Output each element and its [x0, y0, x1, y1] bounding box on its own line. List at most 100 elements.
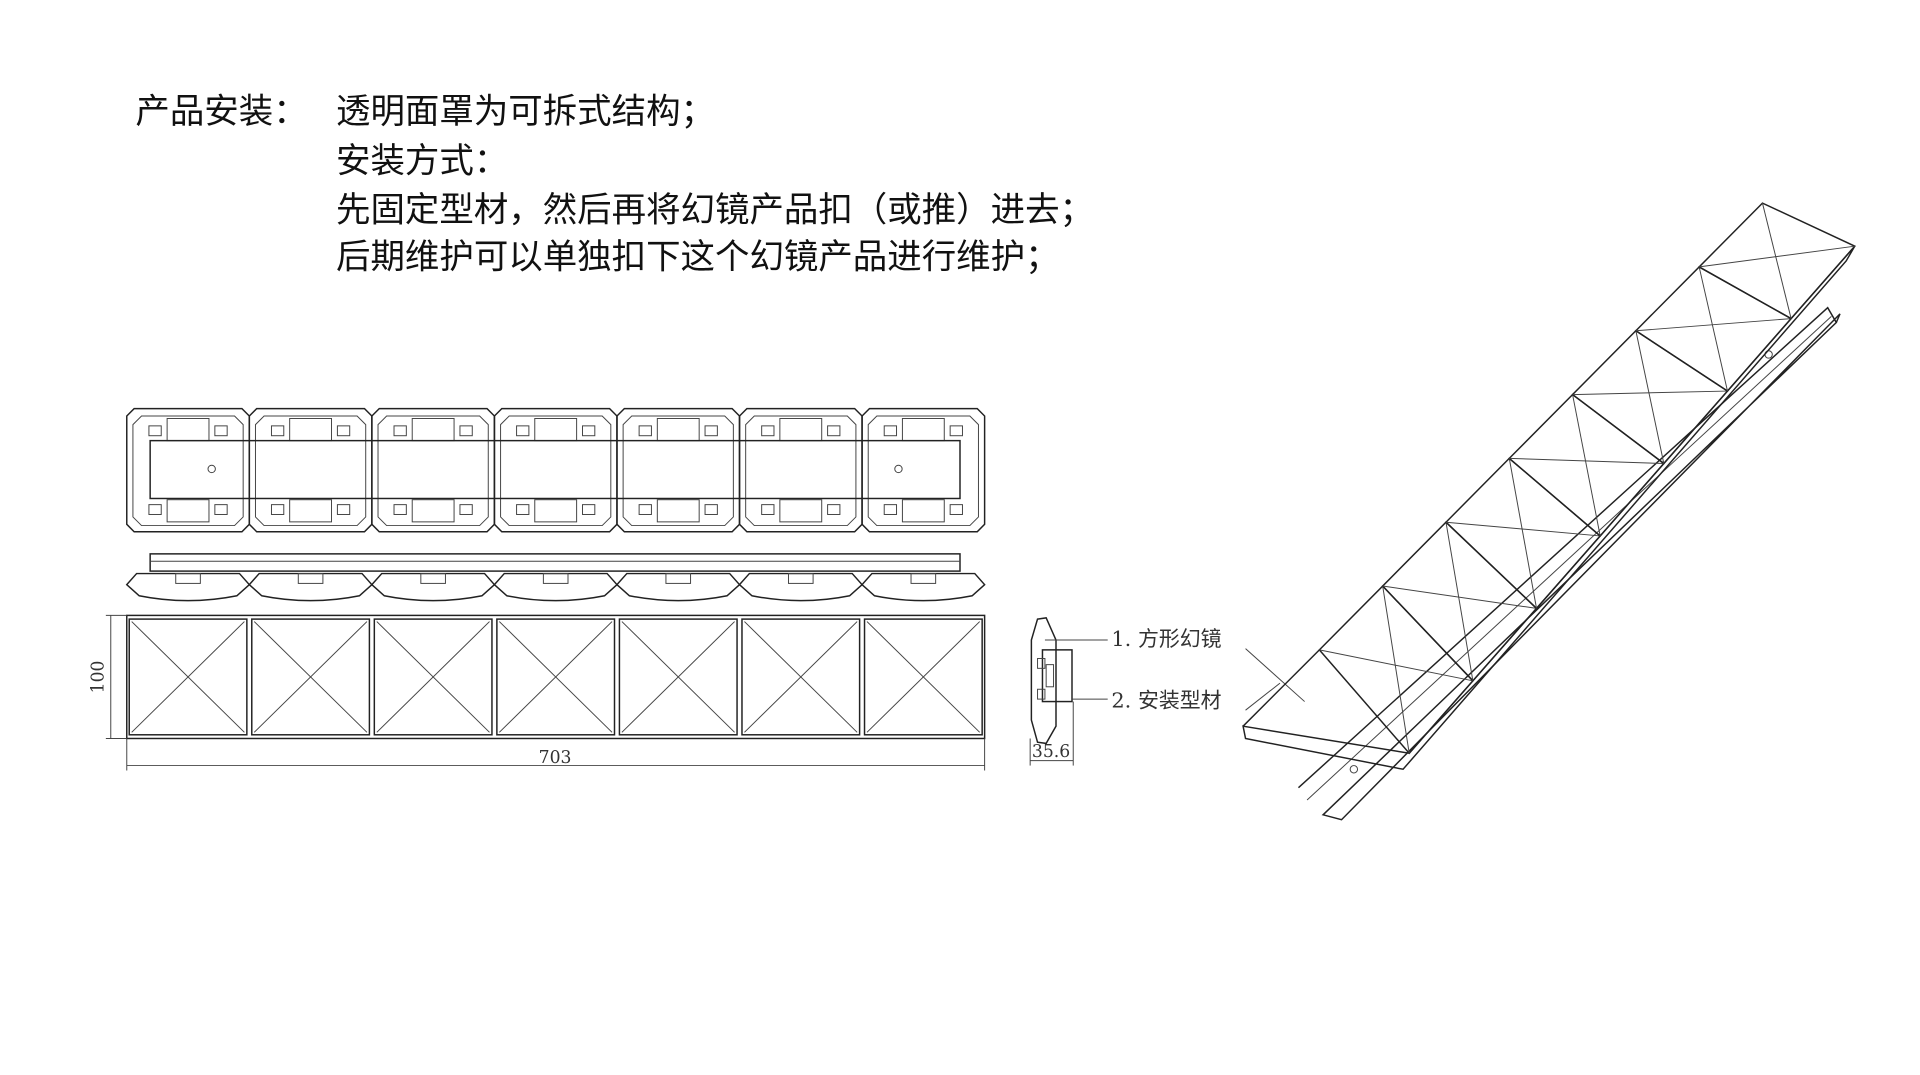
- description-text: 产品安装： 透明面罩为可拆式结构； 安装方式： 先固定型材，然后再将幻镜产品扣（…: [135, 92, 1094, 277]
- screw-tab: [704, 425, 718, 437]
- side-mirror-module: [738, 572, 864, 602]
- clip-top: [166, 417, 210, 442]
- front-mirror-module: [741, 618, 861, 736]
- iso-mirror-diagonal: [1445, 522, 1474, 681]
- mirror-diagonal: [744, 621, 858, 733]
- module-outline: [126, 407, 251, 533]
- screw-tab: [827, 425, 841, 437]
- top-view-module: [738, 407, 863, 533]
- side-mirror-module: [125, 572, 251, 602]
- iso-mirror-module: [1634, 266, 1793, 393]
- iso-mirror-module: [1444, 457, 1602, 610]
- clip-top: [289, 417, 333, 442]
- iso-mirror-diagonal: [1382, 585, 1537, 609]
- screw-tab: [336, 425, 351, 437]
- screw-tab: [336, 504, 351, 515]
- screw-tab: [761, 425, 775, 437]
- install-label: 产品安装：: [135, 92, 307, 132]
- front-mirror-module: [128, 618, 248, 736]
- clip-bottom: [901, 499, 945, 523]
- mirror-diagonal: [253, 621, 368, 733]
- module-inner-outline: [745, 415, 857, 527]
- module-outline: [371, 407, 496, 533]
- module-inner-outline: [132, 415, 244, 527]
- screw-tab: [214, 425, 228, 437]
- iso-profile-edge: [1306, 315, 1832, 801]
- screw-tab: [949, 425, 963, 437]
- dim-height-label: 100: [88, 661, 108, 694]
- iso-strip-edge: [1242, 245, 1856, 771]
- module-outline: [248, 407, 373, 533]
- top-view-module: [126, 407, 251, 533]
- mirror-diagonal: [621, 621, 735, 733]
- side-clip: [665, 573, 692, 584]
- top-view-module: [371, 407, 496, 533]
- screw-tab: [459, 425, 473, 437]
- clip-bottom: [411, 499, 455, 523]
- iso-mirror-module: [1318, 584, 1474, 755]
- front-mirror-module: [496, 618, 616, 736]
- side-clip: [420, 573, 446, 584]
- callout-mounting-profile: 2. 安装型材: [1111, 689, 1221, 713]
- iso-mirror-diagonal: [1635, 318, 1792, 332]
- iso-mirror-module: [1508, 393, 1665, 537]
- mirror-square: [373, 618, 493, 736]
- iso-mirror-diagonal: [1509, 457, 1664, 464]
- module-inner-outline: [500, 415, 612, 527]
- clip-top: [901, 417, 945, 442]
- top-view: [126, 407, 986, 533]
- module-inner-outline: [377, 415, 489, 527]
- screw-tab: [704, 504, 718, 515]
- side-mirror-module: [248, 572, 373, 602]
- screw-tab: [270, 504, 285, 515]
- front-view: [126, 614, 986, 740]
- mirror-square: [741, 618, 861, 736]
- iso-hole: [1349, 765, 1359, 774]
- module-inner-outline: [867, 415, 979, 527]
- iso-mirror-module: [1697, 202, 1856, 320]
- clip-top: [656, 417, 700, 442]
- mirror-square: [618, 618, 738, 736]
- iso-mirror-diagonal: [1761, 202, 1792, 319]
- screw-tab: [516, 425, 530, 437]
- mirror-diagonal: [376, 621, 490, 733]
- install-line-2: 安装方式：: [336, 141, 508, 181]
- screw-tab: [638, 425, 652, 437]
- iso-mirror-module: [1381, 521, 1538, 682]
- dimension-length: 703: [126, 738, 986, 771]
- top-view-module: [248, 407, 373, 533]
- callout-square-mirror: 1. 方形幻镜: [1111, 627, 1221, 651]
- screw-tab: [582, 425, 596, 437]
- side-clip: [297, 573, 324, 584]
- module-outline: [861, 407, 986, 533]
- install-line-1: 透明面罩为可拆式结构；: [336, 92, 715, 132]
- mirror-square: [251, 618, 371, 736]
- top-view-module: [616, 407, 741, 533]
- screw-tab: [582, 504, 596, 515]
- screw-tab: [516, 504, 530, 515]
- module-outline: [493, 407, 618, 533]
- screw-tab: [761, 504, 775, 515]
- iso-mirror-diagonal: [1572, 390, 1728, 396]
- screw-tab: [883, 425, 898, 437]
- screw-tab: [393, 504, 407, 515]
- screw-tab: [949, 504, 963, 515]
- iso-mirror-diagonal: [1445, 521, 1601, 537]
- screw-tab: [883, 504, 898, 515]
- mirror-square: [128, 618, 248, 736]
- mirror-square: [496, 618, 616, 736]
- clip-bottom: [656, 499, 700, 523]
- section-view: 35.6 1. 方形幻镜 2. 安装型材: [1029, 617, 1305, 766]
- iso-mirror-diagonal: [1698, 266, 1728, 392]
- mirror-square: [863, 618, 983, 736]
- side-clip: [175, 573, 201, 584]
- clip-bottom: [779, 499, 823, 523]
- screw-tab: [827, 504, 841, 515]
- front-mirror-module: [251, 618, 371, 736]
- screw-tab: [638, 504, 652, 515]
- mounting-hole: [207, 464, 216, 474]
- side-clip: [542, 573, 569, 584]
- side-mirror-module: [493, 572, 619, 602]
- screw-tab: [459, 504, 473, 515]
